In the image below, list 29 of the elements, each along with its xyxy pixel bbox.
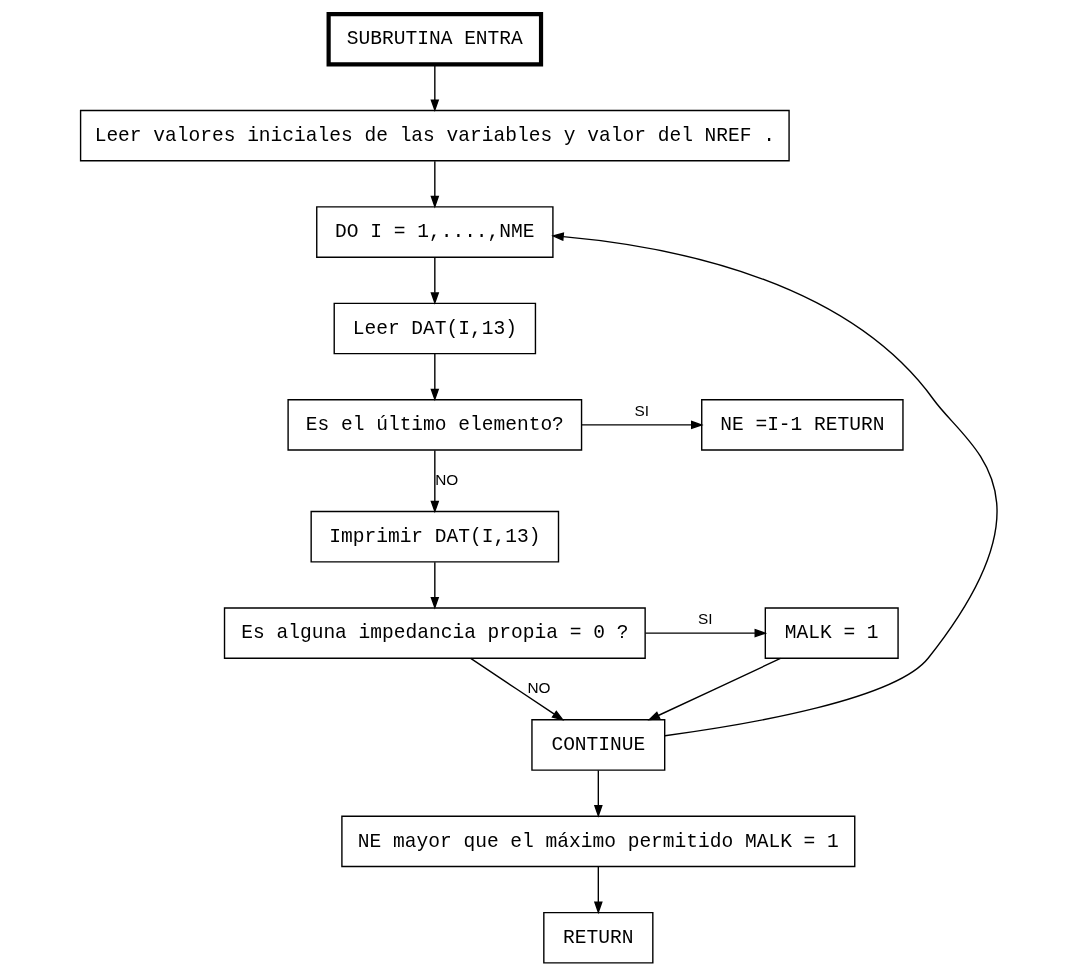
arrow: [430, 561, 440, 610]
node-box: DO I = 1,....,NME: [316, 206, 554, 258]
arrow: [430, 64, 440, 113]
arrow: [470, 657, 565, 721]
arrow: [430, 449, 440, 514]
node-box: NE =I-1 RETURN: [701, 399, 904, 451]
arrow: [647, 657, 782, 721]
edge-label: NO: [527, 678, 551, 696]
arrow: [644, 628, 768, 638]
arrow: [551, 232, 998, 737]
node-box: Imprimir DAT(I,13): [310, 510, 560, 563]
node-box: Leer DAT(I,13): [333, 302, 537, 355]
arrow: [430, 160, 440, 209]
arrow: [593, 769, 603, 818]
node-box: SUBRUTINA ENTRA: [326, 12, 544, 67]
node-box: RETURN: [543, 911, 654, 964]
edge-label: SI: [697, 610, 713, 628]
node-box: MALK = 1: [764, 607, 899, 659]
node-box: Es alguna impedancia propia = 0 ?: [223, 607, 646, 659]
node-box: CONTINUE: [531, 719, 666, 771]
node-box: Es el último elemento?: [287, 399, 583, 451]
node-box: NE mayor que el máximo permitido MALK = 1: [341, 815, 856, 868]
arrow: [430, 353, 440, 402]
arrow: [430, 256, 440, 305]
arrow: [580, 420, 704, 430]
node-box: Leer valores iniciales de las variables y valor del NREF .: [79, 109, 790, 162]
edge-label: NO: [435, 470, 459, 488]
arrow: [593, 866, 603, 915]
edge-label: SI: [634, 402, 649, 420]
